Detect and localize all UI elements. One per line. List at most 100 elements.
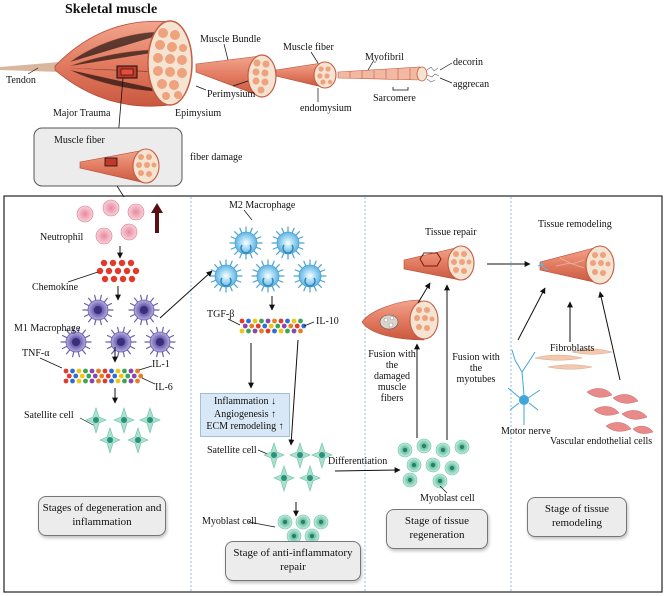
cytokine-dots-2 — [239, 318, 307, 334]
m2-macrophage-cluster — [209, 226, 327, 293]
cytokine-dot — [105, 373, 111, 379]
cytokine-dot — [96, 368, 101, 374]
differentiation-label: Differentiation — [328, 456, 388, 467]
m2-macrophage-cell — [229, 226, 263, 260]
m2-macrophage-cell — [293, 259, 327, 293]
cytokine-dot — [291, 328, 297, 334]
inset-fiber — [79, 148, 160, 198]
ecm-remodeling-text: ECM remodeling — [206, 421, 277, 432]
remodeled-fiber — [537, 245, 615, 285]
m1-macrophage-cell — [105, 326, 137, 358]
cytokine-dot — [99, 373, 105, 379]
cytokine-dot — [291, 318, 297, 324]
cytokine-dot — [272, 318, 277, 324]
cytokine-dot — [128, 368, 134, 374]
cytokine-dot — [272, 328, 277, 334]
cytokine-dots-1 — [63, 368, 144, 384]
m1-macrophage-cell — [128, 294, 160, 326]
cytokine-dot — [285, 328, 290, 334]
myoblast-cell-label-2: Myoblast cell — [202, 516, 257, 527]
tgf-beta-label: TGF-β — [207, 309, 235, 320]
m1-macrophage-cell — [60, 326, 92, 358]
tendon-label: Tendon — [6, 75, 36, 86]
cytokine-dot — [66, 373, 72, 379]
cytokine-dot — [115, 378, 121, 384]
anti-inflammatory-effects-box: Inflammation ↓ Angiogenesis ↑ ECM remode… — [200, 393, 290, 437]
skeletal-muscle-illustration — [0, 20, 453, 151]
stage-anti-inflammatory-box: Stage of anti-inflammatory repair — [225, 541, 361, 581]
motor-nerve-cell — [507, 349, 541, 425]
cytokine-dot — [115, 368, 121, 374]
m1-macrophage-cell — [82, 294, 114, 326]
myoblast-cluster-2 — [277, 514, 329, 544]
muscle-bundle-label: Muscle Bundle — [200, 34, 261, 45]
increase-arrow — [151, 203, 163, 233]
cytokine-dot — [265, 328, 271, 334]
cytokine-dot — [79, 373, 85, 379]
increase-arrow-icon: ↑ — [278, 421, 284, 432]
cytokine-dot — [89, 368, 95, 374]
cytokine-dot — [239, 328, 245, 334]
myoblast-cell — [435, 442, 451, 458]
stage-degeneration-text: Stages of degeneration and inflammation — [42, 502, 162, 528]
myoblast-cell — [454, 439, 470, 455]
cytokine-dot — [246, 318, 251, 324]
damaged-fiber — [361, 299, 439, 341]
myoblast-cell — [313, 514, 329, 530]
cytokine-dot — [242, 323, 248, 329]
cytokine-dot — [246, 328, 251, 334]
il10-label: IL-10 — [316, 316, 339, 327]
m2-macrophage-label: M2 Macrophage — [229, 200, 296, 211]
cytokine-dot — [265, 318, 271, 324]
cytokine-dot — [83, 368, 88, 374]
decrease-arrow-icon: ↓ — [270, 396, 276, 407]
cytokine-dot — [259, 318, 264, 324]
skeletal-muscle-title: Skeletal muscle — [65, 2, 158, 17]
cytokine-dot — [125, 373, 131, 379]
inset-muscle-fiber-label: Muscle fiber — [54, 135, 105, 146]
myoblast-cell — [295, 514, 311, 530]
myoblast-cell — [397, 442, 413, 458]
endomysium-label: endomysium — [300, 103, 352, 114]
satellite-cell — [85, 407, 107, 435]
inflammation-text: Inflammation — [214, 396, 269, 407]
myoblast-cell — [432, 473, 448, 489]
cytokine-dot — [275, 323, 281, 329]
fusion-damaged-label: Fusion with the damaged muscle fibers — [368, 349, 416, 404]
cytokine-dot — [128, 378, 134, 384]
cytokine-dot — [252, 328, 258, 334]
epimysium-label: Epimysium — [175, 108, 222, 119]
cytokine-dot — [278, 318, 284, 324]
m2-macrophage-cell — [271, 226, 305, 260]
myoblast-cell — [444, 460, 460, 476]
cytokine-dot — [70, 368, 75, 374]
cytokine-dot — [278, 328, 284, 334]
myofibril-label: Myofibril — [365, 52, 404, 63]
cytokine-dot — [252, 318, 258, 324]
il1-label: IL-1 — [152, 359, 170, 370]
lower-panel-frame — [3, 195, 663, 593]
cytokine-dot — [298, 328, 303, 334]
cytokine-dot — [112, 373, 118, 379]
m2-macrophage-cell — [251, 259, 285, 293]
cytokine-dot — [301, 323, 307, 329]
m2-macrophage-cell — [209, 259, 243, 293]
tnf-alpha-label: TNF-α — [22, 348, 50, 359]
muscle-fiber-label: Muscle fiber — [283, 42, 334, 53]
satellite-cell-label-1: Satellite cell — [24, 410, 74, 421]
fibroblasts-label: Fibroblasts — [550, 343, 595, 354]
satellite-cell-cluster-2 — [263, 442, 333, 493]
cytokine-dot — [96, 378, 101, 384]
cytokine-dot — [89, 378, 95, 384]
satellite-cell — [127, 427, 149, 455]
satellite-cell — [113, 407, 135, 435]
stage-anti-inflammatory-text: Stage of anti-inflammatory repair — [233, 547, 353, 573]
increase-arrow-icon: ↑ — [270, 408, 276, 420]
sarcomere-label: Sarcomere — [373, 93, 416, 104]
myoblast-cell — [277, 514, 293, 530]
satellite-cell — [289, 442, 311, 470]
myoblast-cell — [425, 457, 441, 473]
vascular-endothelial-label: Vascular endothelial cells — [550, 436, 653, 447]
satellite-cell — [99, 427, 121, 455]
